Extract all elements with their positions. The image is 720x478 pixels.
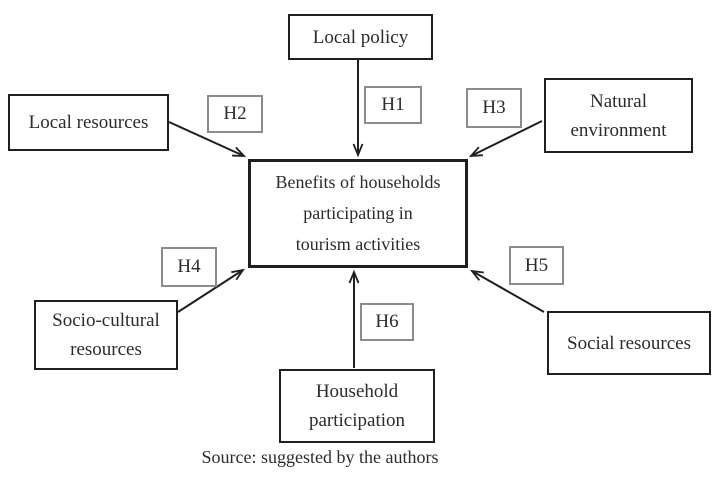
socio-cultural-resources-box: Socio-cultural resources bbox=[34, 300, 178, 370]
h5-text: H5 bbox=[524, 254, 549, 276]
central-benefits-label-line2: participating in bbox=[303, 203, 413, 223]
central-benefits-label-line1: Benefits of households bbox=[275, 172, 441, 192]
household-participation-label-line2: participation bbox=[308, 410, 406, 431]
central-benefits-label-line3: tourism activities bbox=[295, 234, 421, 254]
natural-environment-box: Natural environment bbox=[544, 78, 693, 153]
local-resources-box: Local resources bbox=[8, 94, 169, 151]
hypothesis-h1-label: H1 bbox=[364, 86, 422, 124]
natural-environment-label-line1: Natural bbox=[590, 90, 647, 112]
household-participation-box: Household participation bbox=[279, 369, 435, 443]
local-resources-label: Local resources bbox=[28, 112, 149, 133]
hypothesis-h5-label: H5 bbox=[509, 246, 564, 285]
central-benefits-box: Benefits of households participating in … bbox=[248, 159, 468, 268]
source-note: Source: suggested by the authors bbox=[201, 447, 439, 467]
h2-text: H2 bbox=[223, 103, 247, 124]
household-participation-label-line1: Household bbox=[315, 381, 399, 402]
social-resources-box: Social resources bbox=[547, 311, 711, 375]
hypothesis-h4-label: H4 bbox=[161, 247, 217, 287]
natural-environment-label-line2: environment bbox=[570, 119, 667, 141]
local-policy-label: Local policy bbox=[312, 26, 409, 48]
h6-text: H6 bbox=[375, 311, 399, 332]
hypothesis-h6-label: H6 bbox=[360, 303, 414, 341]
h1-text: H1 bbox=[381, 94, 405, 115]
h3-text: H3 bbox=[482, 97, 506, 118]
social-resources-label: Social resources bbox=[567, 332, 691, 354]
socio-cultural-label-line2: resources bbox=[70, 339, 142, 360]
hypothesis-h2-label: H2 bbox=[207, 95, 263, 133]
socio-cultural-label-line1: Socio-cultural bbox=[52, 310, 160, 331]
hypothesis-h3-label: H3 bbox=[466, 88, 522, 128]
h4-text: H4 bbox=[177, 256, 201, 277]
local-policy-box: Local policy bbox=[288, 14, 433, 60]
